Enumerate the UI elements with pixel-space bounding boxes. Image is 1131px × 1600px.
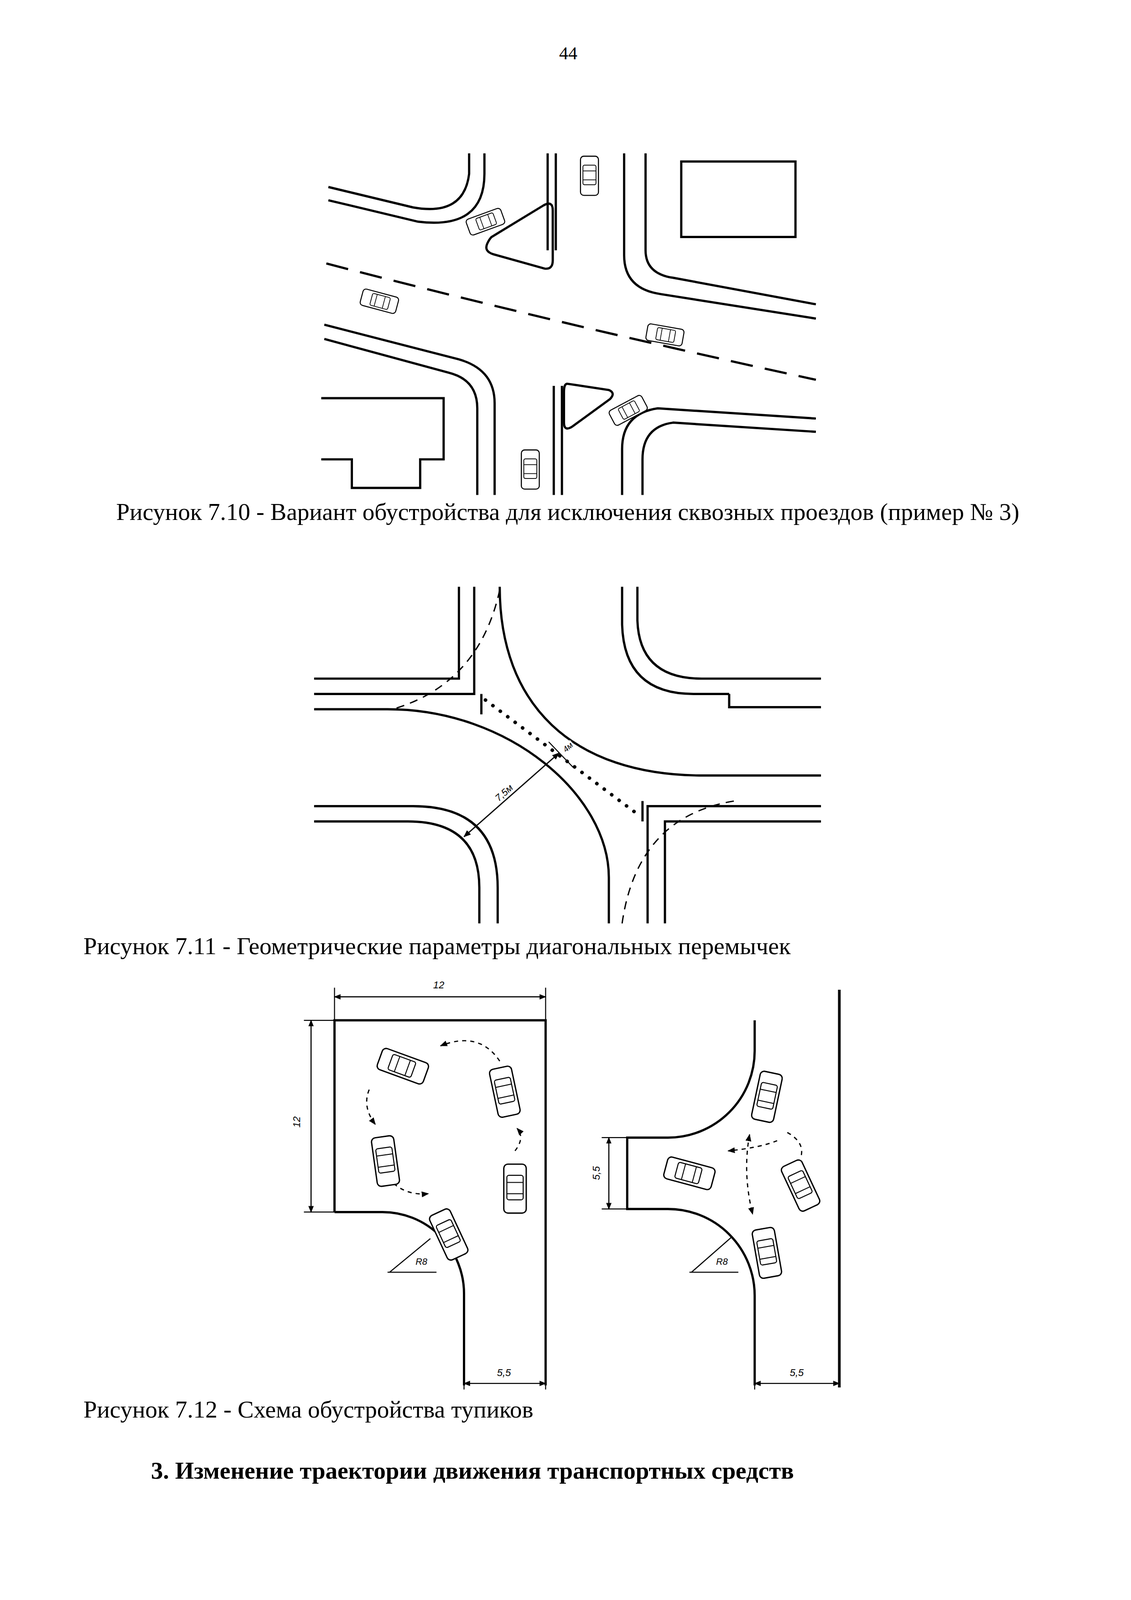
dimension-label: 5,5 (495, 1367, 513, 1379)
car-icons (359, 155, 685, 489)
car-icons (370, 1047, 526, 1261)
dimension-label: 5,5 (591, 1164, 602, 1182)
intersection-plan (321, 153, 816, 495)
dead-end-plan (601, 989, 840, 1390)
radius-label: R8 (414, 1256, 429, 1267)
page-number: 44 (559, 42, 578, 64)
figure-caption: Рисунок 7.12 - Схема обустройства тупико… (83, 1393, 1104, 1427)
figure-caption: Рисунок 7.11 - Геометрические параметры … (83, 929, 1104, 963)
dimension-label: 5,5 (788, 1367, 806, 1379)
diagonal-barrier-plan (314, 586, 821, 924)
dimension-label: 12 (431, 979, 446, 991)
dead-end-plan (303, 987, 546, 1390)
car-icons (662, 1070, 821, 1279)
radius-label: R8 (714, 1256, 730, 1267)
dimension-label: 12 (291, 1115, 303, 1129)
section-heading: 3. Изменение траектории движения транспо… (150, 1454, 1110, 1488)
figure-caption: Рисунок 7.10 - Вариант обустройства для … (83, 495, 1053, 529)
